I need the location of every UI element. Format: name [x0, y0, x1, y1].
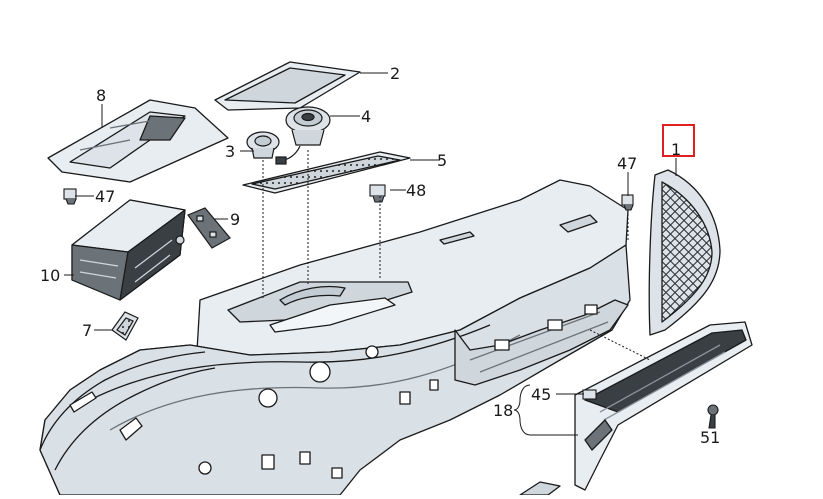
- leader-lines: [64, 72, 677, 436]
- label-part-51: 51: [700, 428, 720, 447]
- label-part-10: 10: [40, 266, 60, 285]
- label-part-8: 8: [96, 86, 106, 105]
- part-9-bracket: [187, 207, 231, 249]
- part-8-trim-cover: [47, 99, 229, 183]
- part-4-speaker: [275, 106, 331, 165]
- part-51-screw: [707, 404, 719, 429]
- part-2-cover: [214, 61, 361, 111]
- part-1-side-panel: [648, 169, 721, 336]
- label-part-7: 7: [82, 321, 92, 340]
- label-part-5: 5: [437, 151, 447, 170]
- dashboard-body: [39, 179, 631, 496]
- part-18-trim-strip: [574, 321, 753, 491]
- label-part-9: 9: [230, 210, 240, 229]
- label-part-4: 4: [361, 107, 371, 126]
- label-part-47-right: 47: [617, 154, 637, 173]
- label-part-1: 1: [671, 140, 681, 159]
- label-part-47-left: 47: [95, 187, 115, 206]
- part-5-grille: [242, 151, 411, 194]
- label-part-18: 18: [493, 401, 513, 420]
- part-10-display-unit: [71, 199, 186, 301]
- part-3-tweeter: [246, 131, 280, 159]
- label-part-3: 3: [225, 142, 235, 161]
- highlight-box-part-1: [662, 124, 695, 157]
- part-47-clip-left: [63, 188, 77, 205]
- label-part-48: 48: [406, 181, 426, 200]
- part-48-clip: [369, 184, 386, 203]
- part-7-cover: [111, 311, 139, 341]
- label-part-2: 2: [390, 64, 400, 83]
- part-45-clip: [582, 389, 597, 400]
- label-part-45: 45: [531, 385, 551, 404]
